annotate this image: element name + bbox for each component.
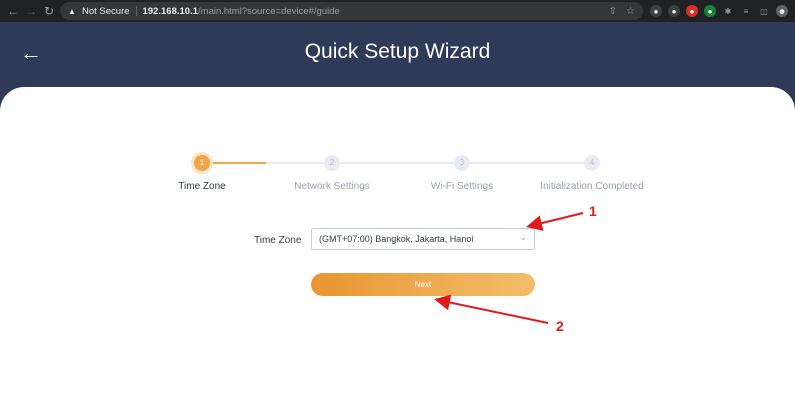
next-button[interactable]: Next	[311, 273, 535, 296]
page-title: Quick Setup Wizard	[304, 40, 491, 63]
extension-icon[interactable]: ●	[704, 5, 716, 17]
url-path: /main.html?source=device#/guide	[198, 5, 340, 17]
step-connector-line	[340, 162, 454, 164]
step-3-dot: 3	[454, 155, 470, 171]
step-2-label: Network Settings	[294, 181, 370, 192]
address-bar[interactable]: ▲ Not Secure 192.168.10.1 /main.html?sou…	[60, 2, 643, 20]
browser-reload-icon[interactable]: ↻	[43, 4, 55, 18]
share-icon[interactable]: ⇧	[608, 5, 618, 17]
extensions-bar: ● ● ● ● ✱ ≡ ◫ ☻ ⋮	[650, 0, 795, 22]
time-zone-select[interactable]: (GMT+07:00) Bangkok, Jakarta, Hanoi ⌄	[311, 228, 535, 250]
extension-icon[interactable]: ●	[686, 5, 698, 17]
time-zone-label: Time Zone	[254, 235, 302, 246]
puzzle-icon[interactable]: ✱	[724, 6, 732, 16]
extension-icon[interactable]: ●	[650, 5, 662, 17]
step-4-label: Initialization Completed	[540, 181, 644, 192]
browser-forward-icon[interactable]: →	[25, 4, 37, 18]
address-separator	[135, 6, 137, 16]
step-1-dot: 1	[194, 155, 210, 171]
step-1-label: Time Zone	[178, 181, 226, 192]
annotation-number-1: 1	[589, 203, 597, 219]
browser-back-icon[interactable]: ←	[7, 4, 19, 18]
step-connector-line	[469, 162, 584, 164]
browser-toolbar: ← → ↻ ▲ Not Secure 192.168.10.1 /main.ht…	[0, 0, 795, 22]
step-4-dot: 4	[584, 155, 600, 171]
back-arrow-icon[interactable]: ←	[20, 40, 42, 65]
time-zone-value: (GMT+07:00) Bangkok, Jakarta, Hanoi	[319, 234, 474, 244]
warning-icon: ▲	[68, 6, 76, 16]
not-secure-label: Not Secure	[82, 5, 130, 17]
side-panel-icon[interactable]: ◫	[760, 6, 768, 16]
extension-icon[interactable]: ●	[668, 5, 680, 17]
chevron-down-icon: ⌄	[519, 232, 527, 242]
step-progress-line	[210, 162, 266, 164]
annotation-number-2: 2	[556, 318, 564, 334]
step-connector-line	[266, 162, 324, 164]
url-host: 192.168.10.1	[142, 5, 199, 17]
step-3-label: Wi-Fi Settings	[430, 181, 494, 192]
wizard-card: 1 2 3 4 Time Zone Network Settings Wi-Fi…	[0, 87, 795, 400]
bookmark-star-icon[interactable]: ☆	[626, 5, 635, 17]
media-queue-icon[interactable]: ≡	[743, 6, 749, 16]
profile-avatar-icon[interactable]: ☻	[776, 5, 788, 17]
step-2-dot: 2	[324, 155, 340, 171]
